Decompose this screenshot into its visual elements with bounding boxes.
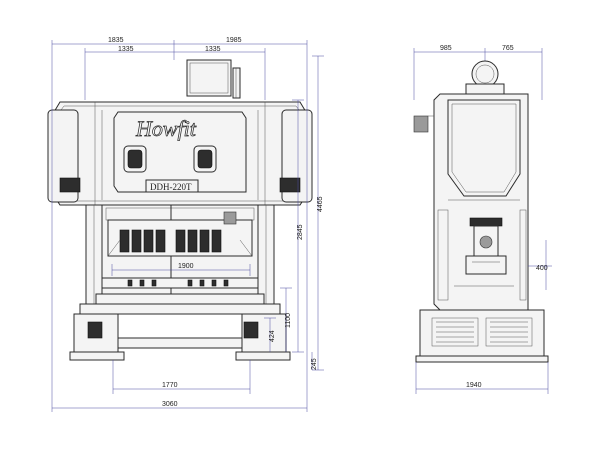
press-base xyxy=(69,303,291,361)
motor-housing xyxy=(186,59,241,99)
dim-front-top-right: 1985 xyxy=(226,37,242,44)
dim-front-upper-left: 1335 xyxy=(118,46,134,53)
front-right-dimensions: 4465 2845 1100 424 245 xyxy=(264,55,324,371)
dim-side-bottom-width: 1940 xyxy=(466,382,482,389)
dim-front-bottom-total: 3060 xyxy=(162,401,178,408)
front-top-dimensions: 1835 1985 1335 1335 xyxy=(51,37,308,100)
side-bottom-dimensions: 1940 xyxy=(415,362,549,394)
dim-front-upper-right: 1335 xyxy=(205,46,221,53)
side-motor xyxy=(465,60,505,95)
brand-logo-text: Howfit xyxy=(135,116,197,141)
front-bottom-dimensions: 1770 3060 xyxy=(51,100,308,412)
front-view: 1835 1985 1335 1335 xyxy=(47,37,324,412)
dim-front-bottom-height: 245 xyxy=(311,358,318,370)
dim-side-top-right: 765 xyxy=(502,45,514,52)
side-frame xyxy=(413,93,529,311)
dim-side-right-height: 400 xyxy=(536,265,548,272)
side-slide xyxy=(454,217,514,287)
dim-front-mid-height: 1100 xyxy=(285,313,292,328)
side-base xyxy=(415,309,549,363)
dim-front-bottom-left: 1770 xyxy=(162,382,178,389)
dim-front-total-height: 4465 xyxy=(317,196,324,212)
side-right-dimensions: 400 xyxy=(528,240,552,290)
dim-side-top-left: 985 xyxy=(440,45,452,52)
side-view: 985 765 xyxy=(413,45,552,394)
slide-die-area: 1900 xyxy=(95,204,265,305)
model-label-text: DDH-220T xyxy=(150,182,192,192)
front-nameplate-panel: Howfit DDH-220T xyxy=(113,111,247,193)
dim-front-inner-width: 1900 xyxy=(178,263,194,270)
dim-front-upper-height: 2845 xyxy=(297,224,304,240)
dim-front-small-height: 424 xyxy=(269,330,276,342)
dim-front-top-left: 1835 xyxy=(108,37,124,44)
